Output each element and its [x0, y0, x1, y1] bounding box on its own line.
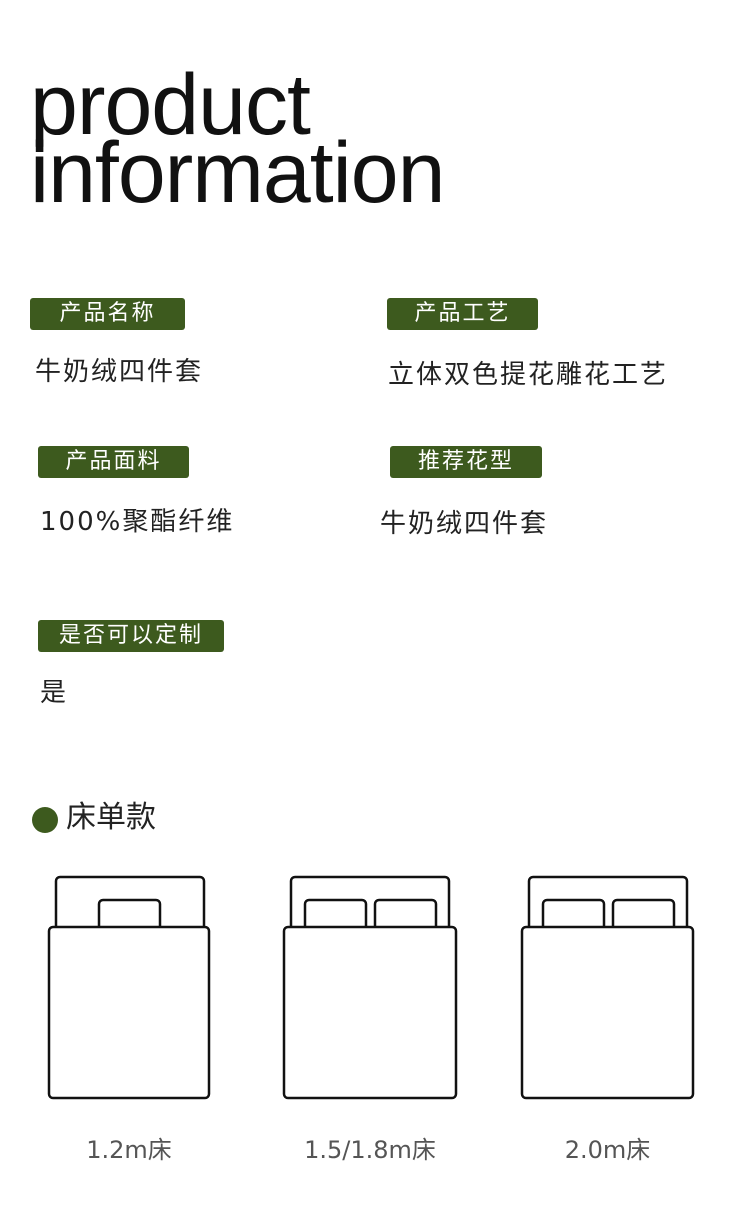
bed-single-icon: [47, 875, 211, 1100]
caption-bed-2: 1.5/1.8m床: [304, 1136, 436, 1164]
value-customizable: 是: [40, 678, 69, 708]
label-customizable: 是否可以定制: [38, 620, 224, 652]
bed-king-icon: [520, 875, 695, 1100]
value-fabric: 100%聚酯纤维: [40, 507, 235, 537]
label-fabric: 产品面料: [38, 446, 189, 478]
label-product-name: 产品名称: [30, 298, 185, 330]
caption-bed-1: 1.2m床: [86, 1136, 172, 1164]
section-title: 床单款: [66, 800, 156, 835]
bed-double-icon: [282, 875, 458, 1100]
value-product-name: 牛奶绒四件套: [35, 357, 204, 387]
label-craft: 产品工艺: [387, 298, 538, 330]
title-line-2: information: [30, 125, 445, 221]
label-pattern: 推荐花型: [390, 446, 542, 478]
value-pattern: 牛奶绒四件套: [380, 509, 549, 539]
section-bullet-icon: [32, 807, 58, 833]
title-line-1: product: [30, 57, 311, 153]
value-craft: 立体双色提花雕花工艺: [388, 360, 669, 390]
caption-bed-3: 2.0m床: [564, 1136, 651, 1164]
